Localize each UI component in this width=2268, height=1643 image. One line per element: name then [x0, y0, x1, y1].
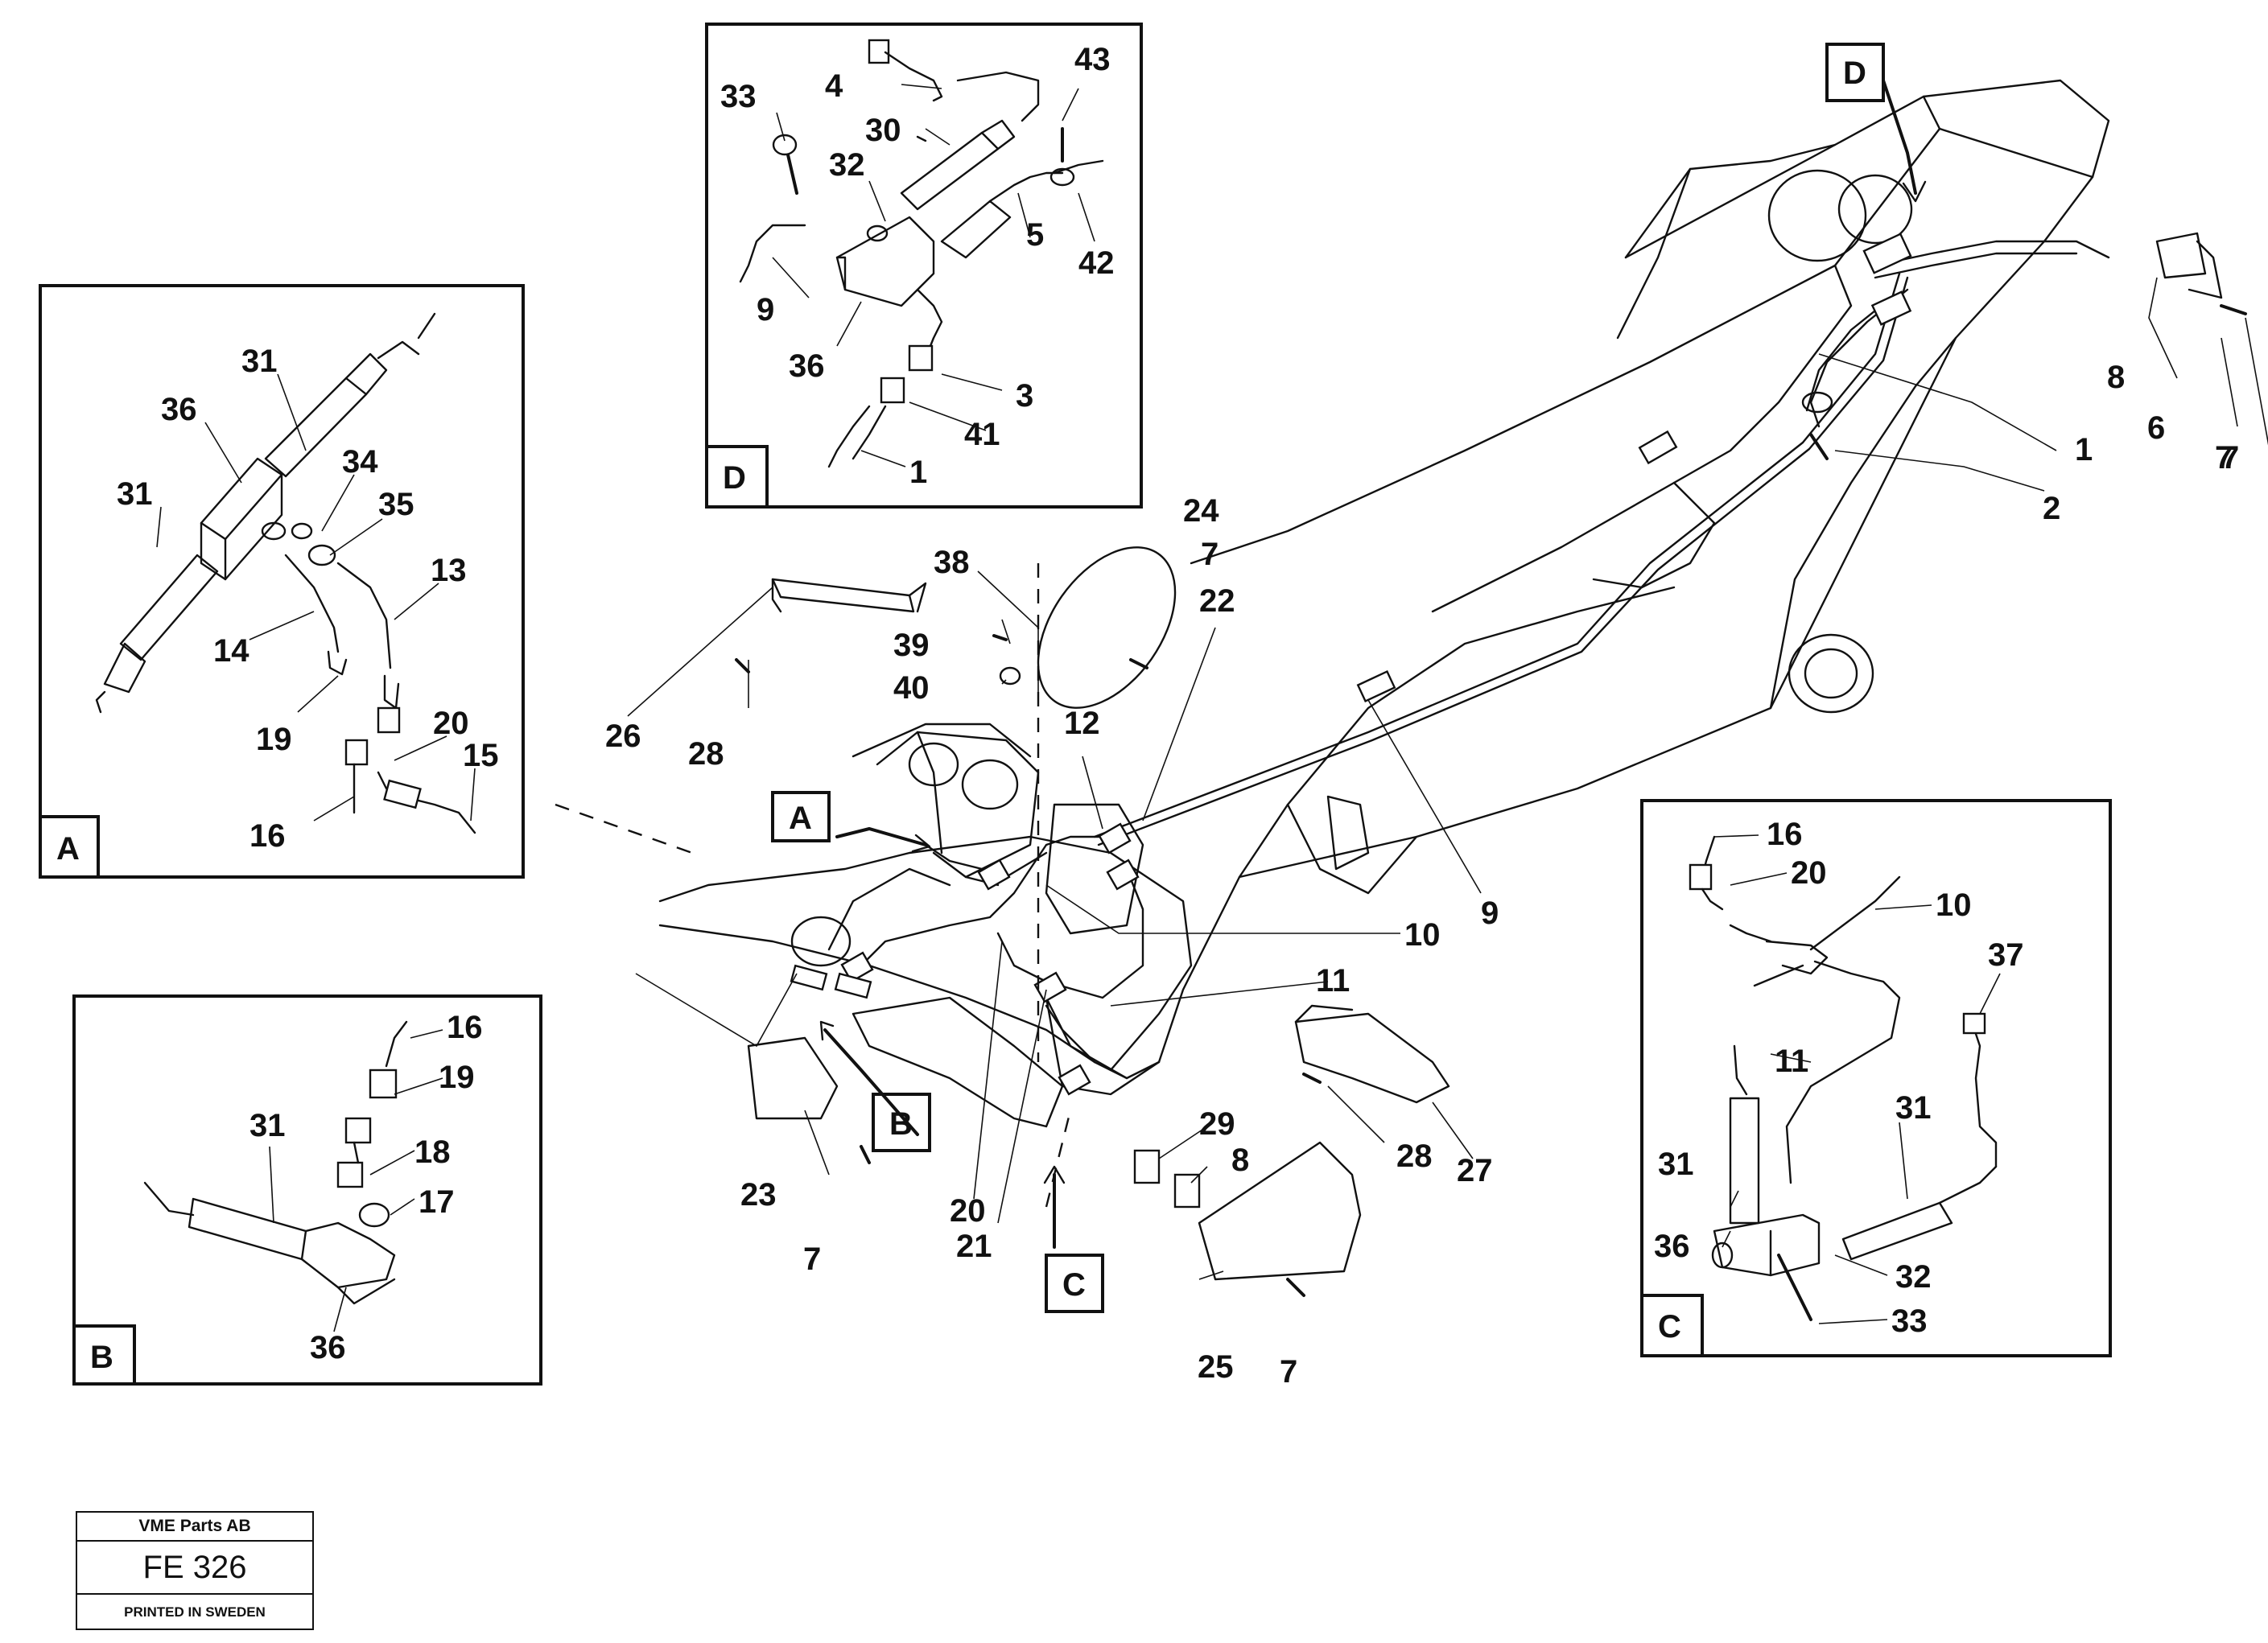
detail-b-part-18: 18 — [414, 1134, 451, 1170]
detail-a-part-14: 14 — [213, 633, 249, 669]
main-part-6: 6 — [2147, 410, 2165, 446]
detail-c-part-32: 32 — [1895, 1259, 1932, 1295]
boom-assembly-drawing: 1 2 6 7 8 9 10 11 12 20 21 22 23 24 25 2… — [555, 43, 2268, 1390]
main-part-28: 28 — [688, 736, 724, 772]
callout-label-d: D — [1843, 56, 1866, 91]
detail-a-part-15: 15 — [463, 738, 499, 773]
main-part-21: 21 — [956, 1229, 992, 1264]
detail-c-part-36: 36 — [1654, 1229, 1690, 1264]
detail-d-part-1: 1 — [909, 455, 927, 490]
detail-view-c: C 16 20 10 37 11 31 31 36 — [1640, 799, 2112, 1357]
detail-d-part-33: 33 — [720, 79, 757, 114]
detail-c-part-31b: 31 — [1658, 1147, 1694, 1182]
detail-d-label: D — [723, 460, 746, 496]
detail-a-part-31b: 31 — [117, 476, 153, 512]
detail-c-part-16: 16 — [1767, 817, 1803, 852]
detail-b-part-17: 17 — [419, 1184, 455, 1220]
main-part-7c: 7 — [803, 1242, 821, 1277]
detail-b-label: B — [90, 1340, 113, 1375]
detail-d-part-30: 30 — [865, 113, 901, 148]
main-part-12: 12 — [1064, 706, 1100, 741]
detail-a-part-34: 34 — [342, 444, 378, 480]
main-part-7e: 7 — [2221, 440, 2239, 476]
main-part-40: 40 — [893, 670, 930, 706]
main-part-24: 24 — [1183, 493, 1219, 529]
detail-d-part-5: 5 — [1026, 217, 1044, 253]
main-part-2: 2 — [2043, 491, 2060, 526]
detail-c-part-37: 37 — [1988, 937, 2024, 973]
title-block: VME Parts AB FE 326 PRINTED IN SWEDEN — [76, 1511, 314, 1630]
callout-box-b — [872, 1093, 931, 1152]
main-part-38: 38 — [934, 545, 970, 580]
main-part-8: 8 — [2107, 360, 2125, 395]
main-part-9: 9 — [1481, 896, 1499, 931]
callout-box-c — [1045, 1254, 1104, 1313]
detail-a-label: A — [56, 831, 80, 867]
main-part-7d: 7 — [1280, 1354, 1297, 1390]
main-part-28b: 28 — [1396, 1139, 1433, 1174]
printed-note: PRINTED IN SWEDEN — [124, 1604, 266, 1620]
main-part-11: 11 — [1316, 963, 1350, 999]
main-part-20: 20 — [950, 1193, 986, 1229]
drawing-number: FE 326 — [77, 1542, 312, 1595]
main-part-25: 25 — [1198, 1349, 1234, 1385]
detail-view-b: B 16 19 31 18 17 36 — [72, 994, 542, 1386]
detail-d-part-43: 43 — [1074, 42, 1111, 77]
detail-a-part-19: 19 — [256, 722, 292, 757]
detail-d-part-41: 41 — [964, 417, 1000, 452]
detail-c-part-31a: 31 — [1895, 1090, 1932, 1126]
detail-d-part-9: 9 — [757, 292, 774, 327]
detail-c-part-33: 33 — [1891, 1303, 1928, 1339]
detail-c-part-10: 10 — [1936, 887, 1972, 923]
main-part-7b: 7 — [1201, 537, 1219, 572]
detail-d-part-36: 36 — [789, 348, 825, 384]
detail-b-part-16: 16 — [447, 1010, 483, 1045]
callout-box-d — [1825, 43, 1885, 102]
callout-label-a: A — [789, 801, 812, 836]
detail-d-part-4: 4 — [825, 68, 843, 104]
detail-d-part-3: 3 — [1016, 378, 1033, 414]
detail-b-part-31: 31 — [249, 1108, 286, 1143]
main-part-10: 10 — [1404, 917, 1441, 953]
main-part-7: 7 — [2215, 440, 2233, 476]
detail-c-label: C — [1658, 1309, 1681, 1344]
main-part-1: 1 — [2075, 432, 2093, 467]
callout-label-c: C — [1062, 1267, 1086, 1303]
company-name: VME Parts AB — [77, 1513, 312, 1542]
detail-d-part-42: 42 — [1078, 245, 1115, 281]
main-part-23: 23 — [740, 1177, 777, 1213]
detail-c-part-20: 20 — [1791, 855, 1827, 891]
detail-d-part-32: 32 — [829, 147, 865, 183]
detail-a-part-13: 13 — [431, 553, 467, 588]
detail-a-part-35: 35 — [378, 487, 414, 522]
main-part-8b: 8 — [1231, 1143, 1249, 1178]
detail-c-part-11: 11 — [1775, 1044, 1808, 1079]
main-part-39: 39 — [893, 628, 930, 663]
main-part-29: 29 — [1199, 1106, 1235, 1142]
detail-a-part-36: 36 — [161, 392, 197, 427]
main-part-27: 27 — [1457, 1153, 1493, 1188]
main-part-22: 22 — [1199, 583, 1235, 619]
detail-a-part-20: 20 — [433, 706, 469, 741]
detail-b-part-19: 19 — [439, 1060, 475, 1095]
detail-a-part-16: 16 — [249, 818, 286, 854]
detail-a-part-31a: 31 — [241, 344, 278, 379]
detail-b-part-36: 36 — [310, 1330, 346, 1365]
detail-view-a: A 31 — [39, 284, 525, 879]
callout-box-a — [771, 791, 831, 842]
callout-label-b: B — [889, 1106, 913, 1142]
main-part-26: 26 — [605, 719, 641, 754]
detail-view-d: D 43 4 33 30 — [705, 23, 1143, 509]
